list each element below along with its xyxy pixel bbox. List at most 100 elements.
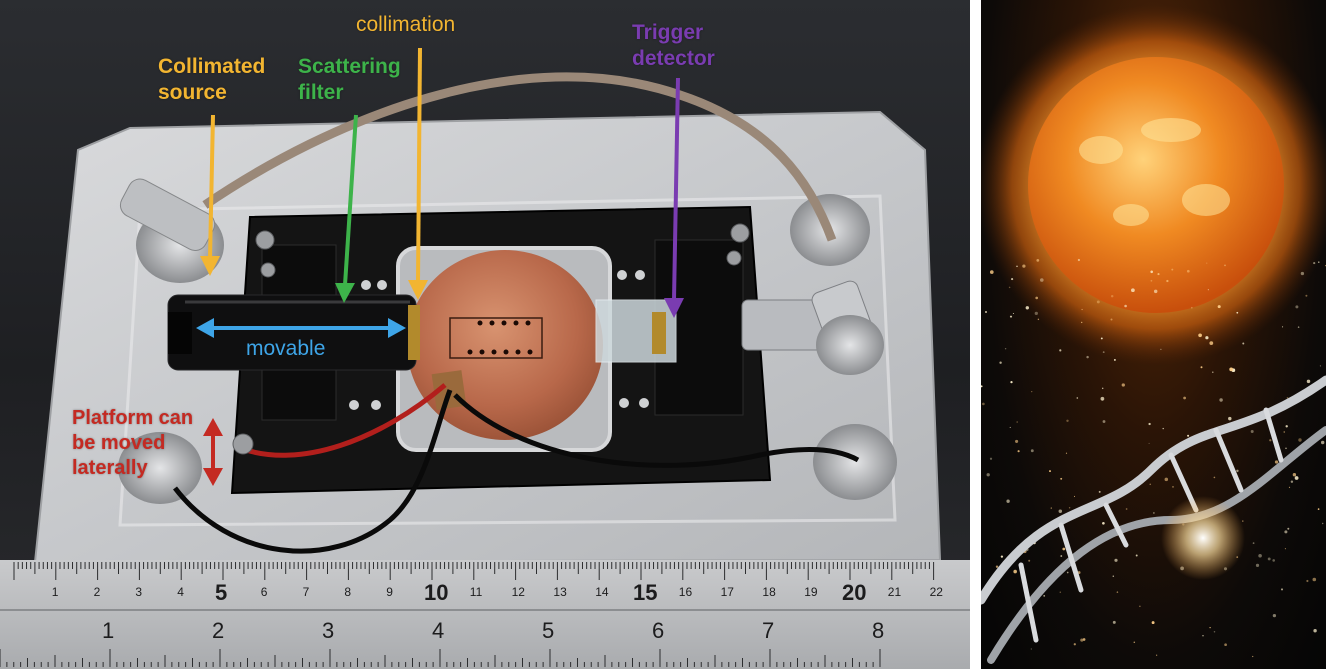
red-wire <box>239 383 447 458</box>
ruler-number-top: 21 <box>888 585 902 599</box>
star <box>1269 439 1272 442</box>
star <box>1282 326 1284 328</box>
sun <box>1028 57 1284 313</box>
star <box>1286 396 1289 399</box>
star <box>1272 559 1275 562</box>
star <box>1153 289 1158 294</box>
ruler-number-top: 16 <box>679 585 693 599</box>
star <box>1035 296 1039 300</box>
star <box>995 565 999 568</box>
star <box>1022 264 1026 268</box>
star <box>1228 416 1232 421</box>
star <box>1077 258 1081 262</box>
star <box>1252 655 1254 658</box>
star <box>999 361 1002 364</box>
star <box>1290 480 1294 483</box>
copper-target <box>407 250 603 440</box>
star <box>1006 499 1010 503</box>
star <box>1112 575 1115 578</box>
star <box>1133 641 1136 644</box>
star <box>1050 507 1052 509</box>
ruler-number-bottom: 3 <box>322 618 334 643</box>
star <box>1060 477 1063 480</box>
star <box>1049 470 1051 473</box>
star <box>1028 559 1031 562</box>
star <box>1100 337 1103 340</box>
star <box>1224 264 1226 267</box>
star <box>1073 643 1076 646</box>
star <box>1031 390 1033 393</box>
star <box>1172 486 1174 488</box>
label-collimated-source: Collimated source <box>158 55 266 104</box>
star <box>1160 348 1162 351</box>
star <box>1319 365 1321 367</box>
star <box>1150 279 1153 282</box>
ruler-number-top: 19 <box>804 585 818 599</box>
star <box>1004 347 1007 350</box>
star <box>1164 477 1169 482</box>
star <box>1258 554 1262 558</box>
star <box>1135 554 1138 557</box>
star <box>1183 396 1186 400</box>
star <box>981 385 983 388</box>
star <box>1202 635 1204 637</box>
star <box>1116 591 1119 593</box>
star <box>1236 311 1239 314</box>
sun-dna-illustration <box>981 0 1326 669</box>
metal-ruler <box>0 560 970 669</box>
star <box>1305 294 1308 297</box>
star <box>1112 620 1116 624</box>
star <box>1300 271 1305 276</box>
panel-divider <box>970 0 981 669</box>
star <box>1060 555 1063 557</box>
ruler-number-top: 18 <box>762 585 776 599</box>
star <box>1074 495 1075 497</box>
star <box>1212 371 1214 374</box>
star <box>1321 522 1324 525</box>
ruler-number-top: 11 <box>470 585 483 599</box>
star <box>1065 452 1068 454</box>
star <box>1288 486 1291 489</box>
star <box>1236 469 1239 473</box>
star <box>1205 336 1209 340</box>
star <box>1030 449 1034 453</box>
star <box>1059 349 1062 352</box>
star <box>1102 521 1105 525</box>
star <box>1125 508 1128 510</box>
star <box>1121 383 1125 387</box>
star <box>1166 279 1169 283</box>
impact-flare <box>1161 496 1245 580</box>
ruler-number-top: 13 <box>553 585 567 599</box>
annotation-arrows <box>196 47 684 486</box>
star <box>1011 278 1014 281</box>
star <box>1009 426 1011 428</box>
star <box>1114 558 1118 562</box>
star <box>1000 555 1004 558</box>
ruler-number-top: 4 <box>177 585 184 599</box>
black-wire-right <box>453 393 860 468</box>
star <box>1151 621 1155 625</box>
star <box>1284 530 1288 534</box>
star <box>1086 355 1089 359</box>
label-trigger-detector: Trigger detector <box>632 21 715 70</box>
star <box>1156 654 1158 656</box>
star <box>1131 288 1135 293</box>
label-movable: movable <box>246 337 326 360</box>
star <box>1100 396 1105 401</box>
star <box>1043 594 1046 597</box>
star <box>1102 420 1106 423</box>
star <box>1306 379 1311 384</box>
star <box>1017 450 1020 453</box>
star <box>1217 305 1221 309</box>
star <box>1284 548 1286 550</box>
star <box>1110 318 1113 321</box>
ruler-number-top: 2 <box>94 585 101 599</box>
star <box>1013 569 1017 574</box>
star <box>1081 321 1083 324</box>
star <box>1009 315 1013 318</box>
ruler-number-bottom: 2 <box>212 618 224 643</box>
star <box>1148 442 1150 444</box>
